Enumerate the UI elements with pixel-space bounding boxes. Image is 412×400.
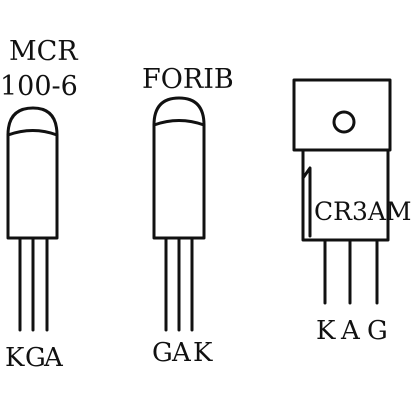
forib-name: FORIB bbox=[142, 64, 234, 95]
mcr-pin-label-3: A bbox=[44, 343, 63, 373]
forib-pin-label-3: K bbox=[193, 338, 213, 368]
forib-package bbox=[152, 96, 206, 332]
forib-pin-label-1: G bbox=[152, 338, 173, 368]
cr3am-pin-label-2: A bbox=[341, 316, 360, 346]
cr3am-tab bbox=[292, 78, 392, 152]
mcr-package bbox=[6, 106, 59, 332]
mcr-name-line-2: 100-6 bbox=[0, 71, 78, 102]
cr3am-body-bevel bbox=[301, 166, 312, 238]
forib-body-edge bbox=[152, 119, 206, 127]
mcr-name-line-1: MCR bbox=[9, 36, 78, 67]
cr3am-package bbox=[292, 78, 392, 305]
cr3am-pin-label-3: G bbox=[367, 316, 388, 346]
cr3am-body bbox=[301, 148, 390, 242]
cr3am-body-marking: CR3AM bbox=[314, 197, 412, 226]
mcr-pin-label-1: K bbox=[5, 343, 25, 373]
mcr-body-edge bbox=[6, 129, 59, 137]
mcr-body bbox=[6, 106, 59, 240]
forib-pin-label-2: A bbox=[172, 338, 191, 368]
thyristor-packages-diagram bbox=[6, 78, 392, 332]
cr3am-mounting-hole bbox=[332, 110, 356, 134]
mcr-pin-label-2: G bbox=[25, 343, 46, 373]
cr3am-pin-label-1: K bbox=[316, 316, 336, 346]
